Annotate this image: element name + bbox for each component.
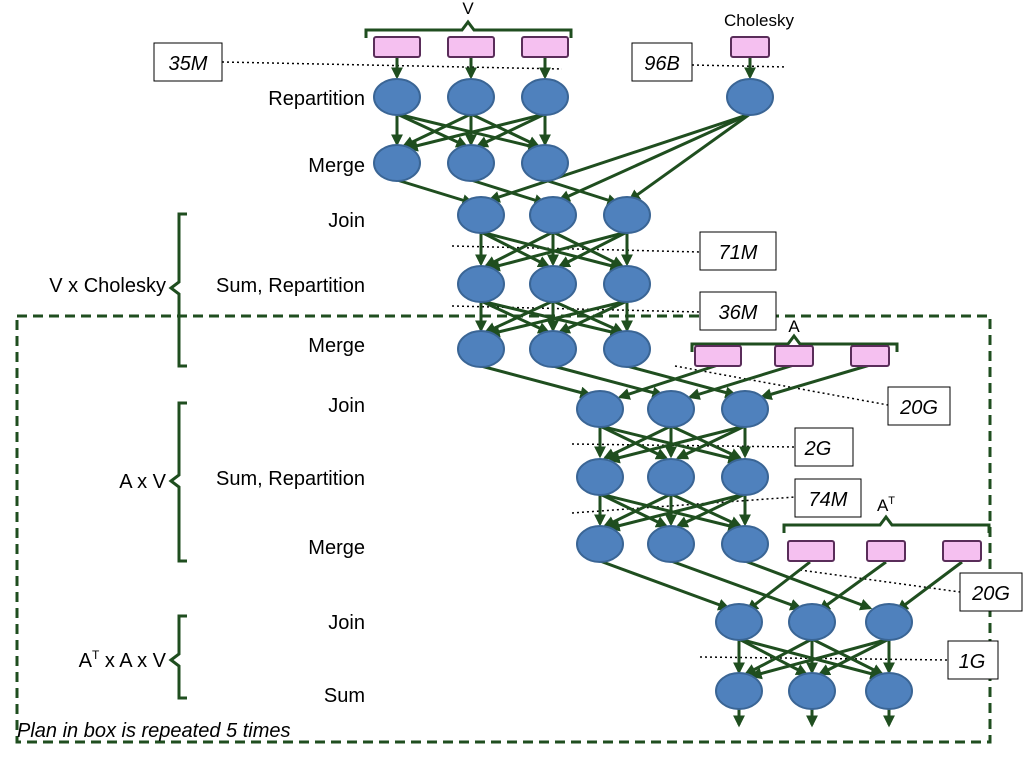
stage-label-merge: Merge — [308, 335, 365, 357]
sum-node — [715, 672, 763, 710]
cholesky-repartition-node — [726, 78, 774, 116]
at-input-node — [866, 540, 906, 562]
stage-label-sum-repartition: Sum, Repartition — [216, 275, 365, 297]
v-input-node — [521, 36, 569, 58]
stage-label-sum-repartition: Sum, Repartition — [216, 468, 365, 490]
a-input-node — [850, 345, 890, 367]
size-2g: 2G — [804, 438, 832, 460]
sum-repartition-node — [576, 458, 624, 496]
size-36m: 36M — [719, 302, 758, 324]
size-box-2g — [794, 427, 854, 467]
join-node — [715, 603, 763, 641]
group-label-a-x-v: A x V — [119, 471, 166, 493]
plan-edges — [391, 57, 963, 728]
a-input-label: A — [788, 317, 800, 336]
stage-label-merge: Merge — [308, 537, 365, 559]
size-box-71m — [699, 231, 777, 271]
sum-repartition-node — [647, 458, 695, 496]
join-node — [576, 390, 624, 428]
at-input-brace — [782, 514, 991, 533]
join-node — [788, 603, 836, 641]
repartition-node — [373, 78, 421, 116]
a-input-node — [694, 345, 742, 367]
merge-node — [647, 525, 695, 563]
a-inputs — [694, 345, 890, 367]
sum-repartition-node — [457, 265, 505, 303]
a-input-node — [774, 345, 814, 367]
at-x-a-x-v-brace — [168, 614, 187, 700]
stage-label-sum: Sum — [324, 685, 365, 707]
size-box-1g — [947, 640, 999, 680]
stage-label-join: Join — [328, 210, 365, 232]
merge-node — [721, 525, 769, 563]
merge-node — [457, 330, 505, 368]
at-input-label: AT — [877, 495, 895, 515]
a-x-v-brace — [168, 401, 187, 563]
at-inputs — [787, 540, 982, 562]
merge-node — [603, 330, 651, 368]
stage-label-merge: Merge — [308, 155, 365, 177]
size-box-35m — [153, 42, 223, 82]
size-20g-b: 20G — [971, 583, 1010, 605]
v-input-label: V — [462, 0, 474, 18]
cholesky-input-node — [730, 36, 770, 58]
merge-node — [529, 330, 577, 368]
size-box-20g-b — [959, 572, 1023, 612]
join-node — [457, 196, 505, 234]
sum-repartition-node — [529, 265, 577, 303]
size-box-74m — [794, 478, 862, 518]
size-96b: 96B — [644, 53, 680, 75]
v-input-node — [447, 36, 495, 58]
repartition-node — [447, 78, 495, 116]
repeat-box — [15, 314, 992, 744]
join-node — [721, 390, 769, 428]
at-input-node — [787, 540, 835, 562]
size-box-36m — [699, 291, 777, 331]
size-74m: 74M — [809, 489, 848, 511]
merge-node — [373, 144, 421, 182]
size-leader-lines — [221, 61, 961, 661]
stage-label-join: Join — [328, 395, 365, 417]
stage-label-repartition: Repartition — [268, 88, 365, 110]
stage-label-join: Join — [328, 612, 365, 634]
merge-node — [576, 525, 624, 563]
join-node — [603, 196, 651, 234]
size-1g: 1G — [959, 651, 986, 673]
merge-node — [447, 144, 495, 182]
repartition-node — [521, 78, 569, 116]
sum-node — [865, 672, 913, 710]
join-node — [865, 603, 913, 641]
size-box-96b — [631, 42, 693, 82]
v-input-node — [373, 36, 421, 58]
size-box-20g-a — [887, 386, 951, 426]
sum-repartition-node — [721, 458, 769, 496]
group-label-v-x-cholesky: V x Cholesky — [49, 275, 166, 297]
at-input-node — [942, 540, 982, 562]
v-input-brace — [364, 19, 573, 38]
operator-nodes — [373, 78, 913, 710]
sum-repartition-node — [603, 265, 651, 303]
v-inputs — [373, 36, 569, 58]
merge-node — [521, 144, 569, 182]
repeat-note: Plan in box is repeated 5 times — [17, 720, 291, 742]
a-input-brace — [690, 333, 899, 352]
size-35m: 35M — [169, 53, 208, 75]
size-71m: 71M — [719, 242, 758, 264]
v-x-cholesky-brace — [168, 212, 187, 368]
cholesky-input-label: Cholesky — [724, 11, 794, 30]
join-node — [529, 196, 577, 234]
group-label-at-x-a-x-v: AT x A x V — [79, 648, 167, 672]
sum-node — [788, 672, 836, 710]
join-node — [647, 390, 695, 428]
size-20g-a: 20G — [899, 397, 938, 419]
